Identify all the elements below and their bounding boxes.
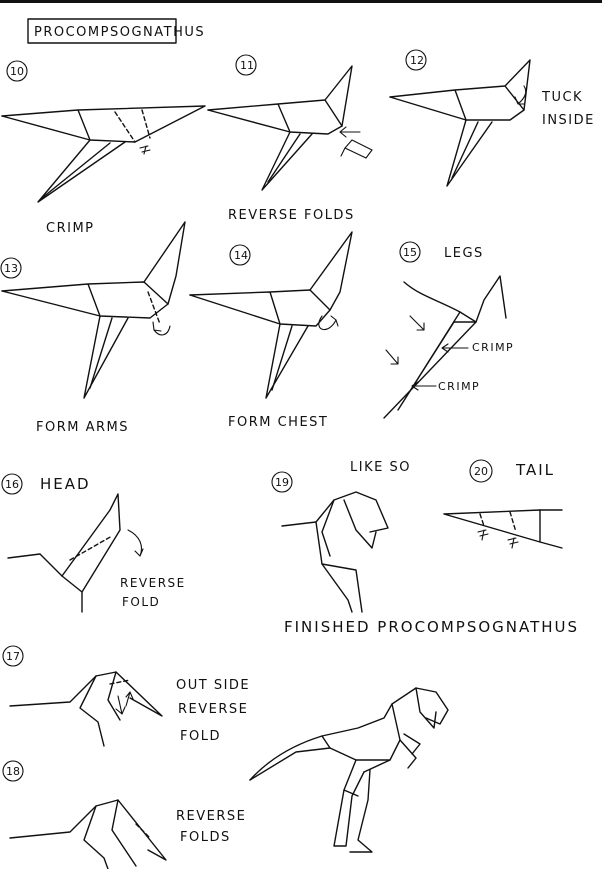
- step-15-model: [383, 275, 507, 419]
- step-16: 16 HEAD REVERSE FOLD: [1, 473, 186, 613]
- step-14-label: FORM CHEST: [228, 415, 328, 430]
- page-top-edge: [0, 0, 602, 3]
- step-number: 14: [234, 249, 248, 262]
- step-15: 15 LEGS CRIMP CRIMP: [383, 241, 514, 419]
- step-13-model: [1, 221, 186, 399]
- finished-procompsognathus-model: [249, 687, 449, 853]
- step-number: 12: [410, 54, 424, 67]
- step-16-note-line1: REVERSE: [120, 576, 186, 590]
- step-14-model: [189, 231, 353, 399]
- step-12-label-line2: INSIDE: [542, 113, 595, 128]
- step-18-label-line2: FOLDS: [180, 830, 231, 845]
- step-20-model: [443, 509, 563, 549]
- step-20: 20 TAIL: [443, 459, 563, 549]
- step-10-model: [1, 105, 206, 203]
- step-16-note-line2: FOLD: [122, 595, 160, 609]
- step-number: 18: [6, 765, 20, 778]
- step-number: 15: [403, 246, 417, 259]
- step-16-model: [7, 493, 144, 613]
- step-18-model: [9, 799, 167, 869]
- step-18: 18 REVERSE FOLDS: [2, 760, 246, 869]
- title-box: PROCOMPSOGNATHUS: [27, 18, 205, 44]
- step-19-model: [281, 491, 389, 613]
- step-12-label-line1: TUCK: [541, 90, 583, 105]
- step-16-label: HEAD: [40, 475, 91, 493]
- step-number: 20: [474, 465, 488, 478]
- step-number: 17: [6, 650, 20, 663]
- step-14: 14 FORM CHEST: [189, 231, 353, 430]
- step-20-label: TAIL: [515, 461, 555, 479]
- step-17-label-line1: OUT SIDE: [176, 678, 250, 693]
- step-12-model: [389, 59, 531, 187]
- step-17-model: [9, 671, 163, 747]
- step-18-label-line1: REVERSE: [176, 809, 246, 824]
- step-13: 13 FORM ARMS: [0, 221, 186, 435]
- step-15-label: LEGS: [444, 246, 484, 261]
- step-12: 12 TUCK INSIDE: [389, 49, 595, 187]
- step-17-label-line3: FOLD: [180, 729, 221, 744]
- step-17: 17 OUT SIDE REVERSE FOLD: [2, 645, 250, 747]
- step-10: 10 CRIMP: [1, 60, 206, 236]
- step-17-label-line2: REVERSE: [178, 702, 248, 717]
- step-11-label: REVERSE FOLDS: [228, 208, 355, 223]
- diagram-title: PROCOMPSOGNATHUS: [34, 25, 205, 40]
- step-19-label: LIKE SO: [350, 460, 411, 475]
- step-number: 13: [4, 262, 18, 275]
- step-11: 11 REVERSE FOLDS: [207, 54, 373, 223]
- step-15-crimp-lower: CRIMP: [438, 380, 480, 393]
- step-11-model: [207, 65, 373, 191]
- finished-label: FINISHED PROCOMPSOGNATHUS: [284, 618, 579, 636]
- step-number: 11: [240, 59, 254, 72]
- step-number: 10: [10, 65, 24, 78]
- step-19: 19 LIKE SO: [271, 460, 411, 613]
- step-15-crimp-upper: CRIMP: [472, 341, 514, 354]
- step-13-label: FORM ARMS: [36, 420, 129, 435]
- step-number: 19: [275, 476, 289, 489]
- step-number: 16: [5, 478, 19, 491]
- step-10-label: CRIMP: [46, 221, 95, 236]
